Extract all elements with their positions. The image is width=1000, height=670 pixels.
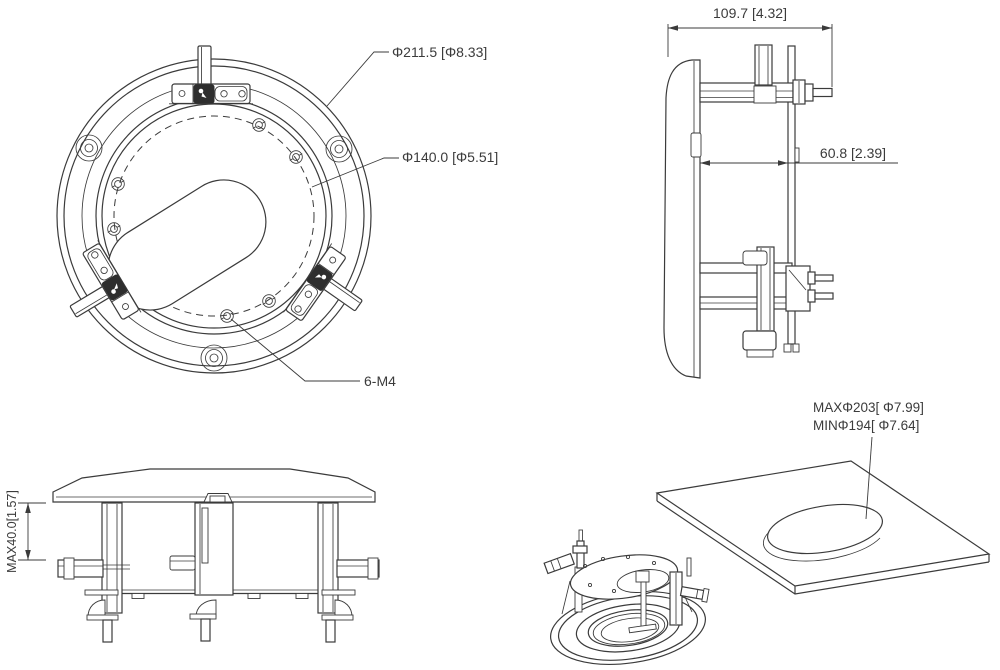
front-elevation-view: MAX40.0[1.57] — [5, 468, 380, 643]
hole-max-label: MAXΦ203[ Φ7.99] — [813, 400, 924, 415]
bracket-isometric — [543, 529, 710, 665]
cutout-hole — [767, 503, 883, 555]
dim-overall-depth: 109.7 [4.32] — [667, 5, 833, 87]
hole-min-label: MINΦ194[ Φ7.64] — [813, 418, 919, 433]
screw-hole-label: 6-M4 — [364, 373, 396, 389]
dim-clamp-range: MAX40.0[1.57] — [5, 490, 46, 573]
dome-profile — [52, 468, 376, 503]
dim-screw-holes: 6-M4 — [230, 318, 396, 389]
right-clamp-front — [317, 502, 380, 643]
center-clamp-front — [169, 502, 234, 642]
overall-depth-label: 109.7 [4.32] — [713, 5, 787, 21]
dim-hole-diameter: MAXΦ203[ Φ7.99] MINΦ194[ Φ7.64] — [813, 400, 924, 520]
recess-depth-label: 60.8 [2.39] — [820, 145, 886, 161]
bolt-circle — [113, 115, 315, 317]
ceiling-tile — [655, 460, 991, 595]
bolt-circle-label: Φ140.0 [Φ5.51] — [402, 149, 498, 165]
clamp-range-label: MAX40.0[1.57] — [5, 490, 19, 573]
installation-view: MAXΦ203[ Φ7.99] MINΦ194[ Φ7.64] — [543, 400, 991, 665]
mounting-plate-edge — [787, 45, 796, 345]
dim-recess-depth: 60.8 [2.39] — [700, 145, 898, 166]
trim-ring-profile — [663, 59, 702, 379]
top-clamp-side — [699, 44, 833, 105]
side-view: 109.7 [4.32] 60.8 [2.39] — [663, 5, 898, 379]
dim-outer-diameter: Φ211.5 [Φ8.33] — [326, 44, 487, 107]
left-clamp-front — [57, 502, 130, 643]
outer-diameter-label: Φ211.5 [Φ8.33] — [392, 44, 487, 60]
bottom-clamp-side — [699, 246, 834, 358]
top-view: Φ211.5 [Φ8.33] Φ140.0 [Φ5.51] 6-M4 — [47, 44, 498, 389]
dim-bolt-circle: Φ140.0 [Φ5.51] — [311, 149, 498, 188]
